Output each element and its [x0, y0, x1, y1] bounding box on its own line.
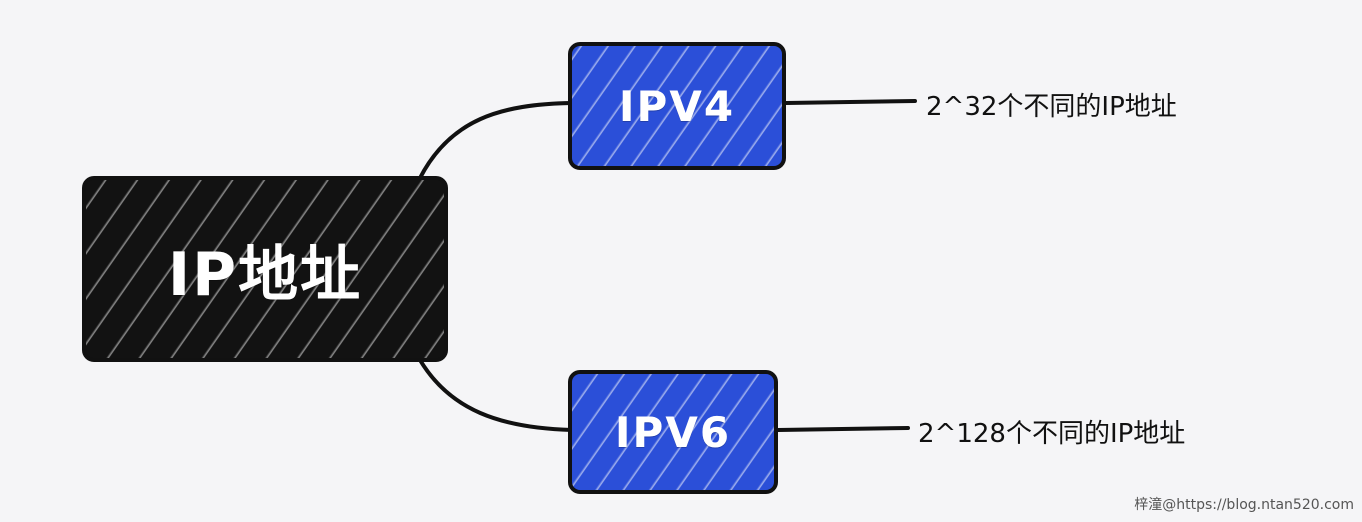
- ipv4-leaf-text: 2^32个不同的IP地址: [926, 92, 1177, 122]
- ipv6-node: IPV6: [568, 370, 778, 494]
- ipv6-leaf-text: 2^128个不同的IP地址: [918, 419, 1186, 449]
- root-node: IP地址: [82, 176, 448, 362]
- connector-ipv6-to-leaf: [776, 426, 910, 432]
- connector-ipv4-to-leaf: [784, 99, 917, 105]
- ipv6-node-label: IPV6: [614, 407, 732, 457]
- root-node-label: IP地址: [167, 239, 363, 310]
- connector-root-to-ipv4: [418, 101, 574, 180]
- ipv4-node-label: IPV4: [618, 81, 736, 131]
- ipv4-node: IPV4: [568, 42, 786, 170]
- watermark-text: 梓潼@https://blog.ntan520.com: [1134, 497, 1354, 513]
- connector-root-to-ipv6: [418, 358, 574, 432]
